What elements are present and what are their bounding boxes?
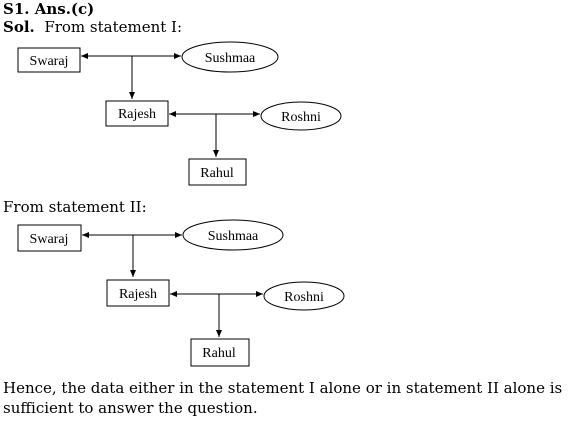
answer-heading: S1. Ans.(c)	[3, 0, 95, 18]
node-rajesh-label: Rajesh	[118, 107, 156, 122]
conclusion-text: Hence, the data either in the statement …	[3, 379, 563, 417]
node-swaraj-label: Swaraj	[30, 54, 69, 69]
family-diagram-statement-2: Swaraj Sushmaa Rajesh Roshni Rahul	[17, 219, 345, 367]
node-rahul	[190, 338, 250, 367]
node-swaraj	[17, 224, 82, 252]
statement1-label: From statement I:	[44, 18, 183, 36]
node-rahul-label: Rahul	[200, 166, 234, 181]
node-sushmaa	[182, 219, 284, 251]
node-rahul-label: Rahul	[202, 346, 236, 361]
node-rahul	[188, 158, 247, 186]
node-rajesh-label: Rajesh	[119, 287, 157, 302]
node-roshni	[260, 101, 342, 131]
node-swaraj-label: Swaraj	[30, 232, 69, 247]
node-rajesh	[105, 100, 169, 127]
node-roshni-label: Roshni	[281, 110, 321, 125]
node-sushmaa-label: Sushmaa	[208, 229, 259, 244]
node-roshni	[263, 281, 345, 311]
node-roshni-label: Roshni	[284, 290, 324, 305]
solution-line: Sol. From statement I:	[3, 18, 182, 36]
statement2-label: From statement II:	[3, 198, 147, 216]
node-sushmaa	[181, 41, 279, 73]
node-swaraj	[17, 47, 81, 73]
node-sushmaa-label: Sushmaa	[205, 51, 256, 66]
family-diagram-statement-1: Swaraj Sushmaa Rajesh Roshni Rahul	[17, 41, 342, 186]
node-rajesh	[106, 279, 170, 307]
sol-label: Sol.	[3, 18, 35, 36]
